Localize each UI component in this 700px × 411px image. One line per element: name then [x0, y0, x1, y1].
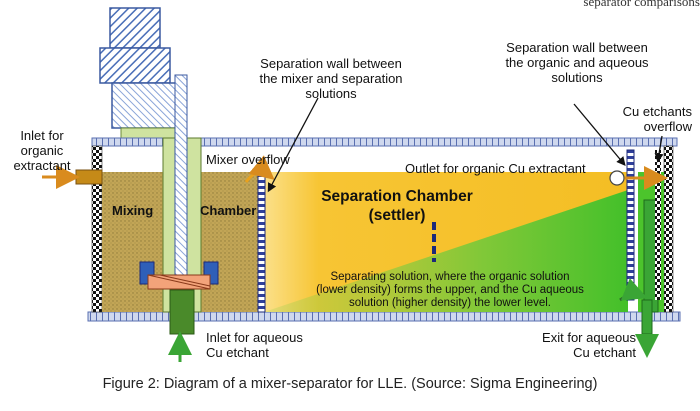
label-wall-organic: Separation wall between the organic and …: [505, 40, 649, 85]
label-exit-aqueous: Exit for aqueous Cu etchant: [542, 330, 636, 360]
aqueous-overflow-arrow: [619, 278, 648, 302]
label-separation-chamber: Separation Chamber (settler): [321, 188, 473, 224]
gearbox: [111, 82, 183, 129]
label-inlet-organic: Inlet for organic extractant: [13, 128, 71, 173]
organic-outlet-port: [609, 170, 625, 186]
tank-top-rim: [91, 137, 678, 147]
impeller-hatch-2: [159, 274, 211, 287]
aqueous-exit-pipe: [641, 299, 653, 335]
leader-wall-organic: [573, 103, 626, 166]
shaft-coupling: [120, 127, 177, 139]
label-separating-solution: Separating solution, where the organic s…: [316, 271, 584, 309]
corner-text: separator comparisons: [583, 0, 700, 9]
tank-right-wall: [663, 145, 674, 313]
label-mixing: Mixing: [112, 203, 154, 218]
mixer-separation-wall: [257, 165, 266, 313]
mixer-overflow-arrow: [244, 155, 275, 183]
aqueous-layer: [264, 190, 628, 312]
label-mixer-overflow: Mixer overflow: [206, 152, 290, 167]
label-cu-overflow: Cu etchants overflow: [622, 104, 692, 134]
label-chamber: Chamber: [200, 203, 257, 218]
leader-wall-mixer: [267, 97, 319, 193]
motor-housing: [99, 47, 171, 84]
label-wall-mixer: Separation wall between the mixer and se…: [259, 56, 403, 101]
label-inlet-aqueous: Inlet for aqueous Cu etchant: [206, 330, 303, 360]
leader-cu-overflow: [654, 135, 664, 163]
motor-top-block: [109, 7, 161, 49]
label-outlet-organic: Outlet for organic Cu extractant: [405, 161, 586, 176]
figure-caption: Figure 2: Diagram of a mixer-separator f…: [102, 376, 598, 392]
motor-assembly: [99, 7, 183, 139]
aqueous-inlet-pipe: [169, 289, 195, 335]
mixer-shaft: [174, 74, 188, 276]
aqueous-inner-wall: [655, 150, 661, 300]
organic-aqueous-wall: [626, 149, 635, 301]
impeller-hatch-1: [147, 274, 211, 290]
